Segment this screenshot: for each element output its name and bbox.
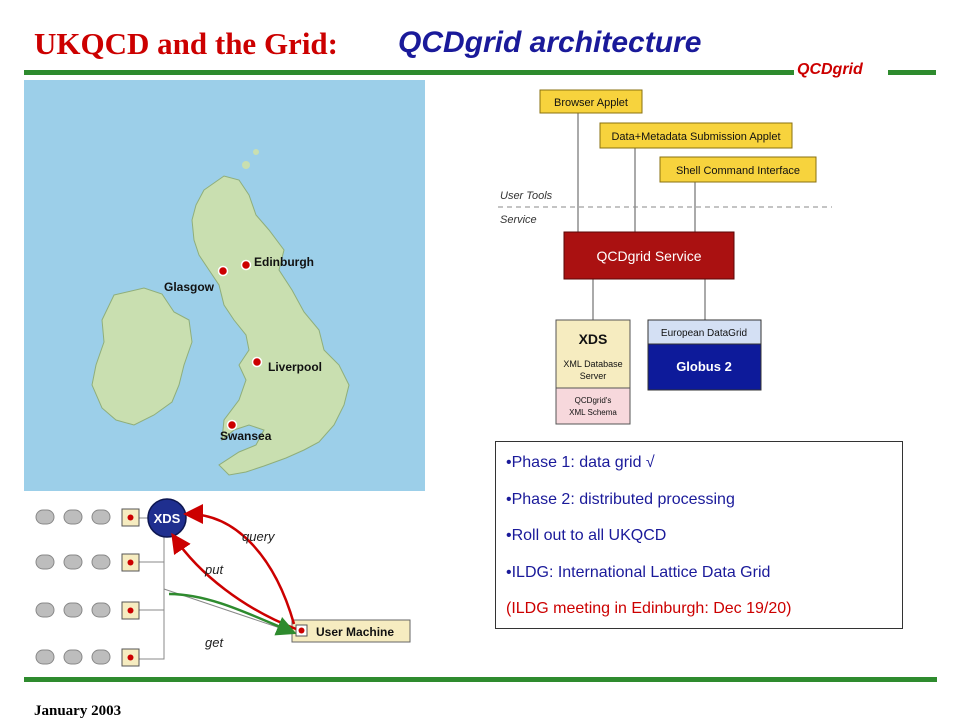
get-label: get <box>205 635 224 650</box>
edg-box <box>647 319 762 345</box>
storage-row <box>35 553 140 572</box>
disk-icon <box>63 509 83 525</box>
qcdgrid-service-box <box>563 231 735 280</box>
city-label: Liverpool <box>268 360 322 374</box>
island <box>242 161 250 169</box>
qcdgrid-logo: QCDgrid <box>797 61 863 78</box>
city-glasgow: Glasgow <box>164 265 229 294</box>
submission-applet-label: Data+Metadata Submission Applet <box>611 131 780 143</box>
node-dot <box>127 607 134 614</box>
phase-item: •Phase 1: data grid √ <box>506 454 655 471</box>
footer-divider <box>24 677 937 682</box>
phase-item: •Phase 2: distributed processing <box>506 490 735 508</box>
edg-label: European DataGrid <box>661 328 747 339</box>
ireland-landmass <box>91 287 193 426</box>
ildg-meeting-note: (ILDG meeting in Edinburgh: Dec 19/20) <box>506 600 792 617</box>
disk-icon <box>35 554 55 570</box>
xds-schema-box <box>555 387 631 425</box>
globus-box <box>647 343 762 391</box>
disk-icon <box>63 554 83 570</box>
storage-row <box>35 508 140 527</box>
shell-interface-box <box>659 156 817 183</box>
slide-subtitle: QCDgrid architecture <box>398 26 702 59</box>
browser-applet-label: Browser Applet <box>554 97 628 109</box>
city-swansea: Swansea <box>220 419 272 443</box>
put-label: put <box>204 562 224 577</box>
xds-node: XDS <box>147 498 187 538</box>
city-label: Swansea <box>220 429 272 443</box>
architecture-diagram: Browser Applet Data+Metadata Submission … <box>498 89 832 425</box>
node-dot <box>127 654 134 661</box>
disk-icon <box>35 649 55 665</box>
query-label: query <box>242 529 276 544</box>
city-marker <box>226 419 238 431</box>
city-edinburgh: Edinburgh <box>240 255 314 271</box>
browser-applet-box <box>539 89 643 114</box>
city-label: Glasgow <box>164 280 215 294</box>
phase-list-box: •Phase 1: data grid √ •Phase 2: distribu… <box>495 441 903 629</box>
qcdgrid-service-label: QCDgrid Service <box>596 248 701 264</box>
disk-icon <box>91 649 111 665</box>
node-dot <box>127 514 134 521</box>
node-dot <box>127 559 134 566</box>
phase-item: •Roll out to all UKQCD <box>506 527 667 544</box>
great-britain-landmass <box>191 175 350 476</box>
service-layer-label: Service <box>500 214 537 226</box>
user-tools-label: User Tools <box>500 190 553 202</box>
storage-row <box>35 601 140 620</box>
header-divider <box>24 70 794 75</box>
uk-map: Edinburgh Glasgow Liverpool Swansea <box>24 80 425 491</box>
city-marker <box>251 356 263 368</box>
footer-date: January 2003 <box>34 703 122 719</box>
disk-icon <box>91 602 111 618</box>
xds-node-label: XDS <box>154 511 181 526</box>
globus-label: Globus 2 <box>676 359 732 374</box>
disk-icon <box>35 602 55 618</box>
island <box>253 149 259 155</box>
disk-icon <box>91 509 111 525</box>
slide-title: UKQCD and the Grid: <box>34 26 338 61</box>
disk-icon <box>91 554 111 570</box>
header-divider-right <box>888 70 936 75</box>
disk-icon <box>35 509 55 525</box>
phase-item: •ILDG: International Lattice Data Grid <box>506 563 771 581</box>
xds-subtitle-line2: Server <box>580 371 607 381</box>
xds-title: XDS <box>579 331 608 347</box>
city-marker <box>217 265 229 277</box>
node-dot <box>298 627 305 634</box>
storage-row <box>35 648 140 667</box>
submission-applet-box <box>599 122 793 149</box>
disk-icon <box>63 602 83 618</box>
xds-subtitle-line1: XML Database <box>563 359 622 369</box>
xds-schema-line1: QCDgrid's <box>575 396 612 405</box>
city-liverpool: Liverpool <box>251 356 322 374</box>
shell-interface-label: Shell Command Interface <box>676 165 800 177</box>
user-machine-node: User Machine <box>291 619 411 643</box>
disk-icon <box>63 649 83 665</box>
get-arrow <box>168 592 297 636</box>
city-marker <box>240 259 252 271</box>
node-bracket <box>139 517 165 660</box>
query-arrow <box>183 504 296 625</box>
data-flow-diagram: XDS User Machine query put get <box>35 498 411 667</box>
xds-schema-line2: XML Schema <box>569 408 617 417</box>
city-label: Edinburgh <box>254 255 314 269</box>
user-machine-label: User Machine <box>316 625 394 639</box>
